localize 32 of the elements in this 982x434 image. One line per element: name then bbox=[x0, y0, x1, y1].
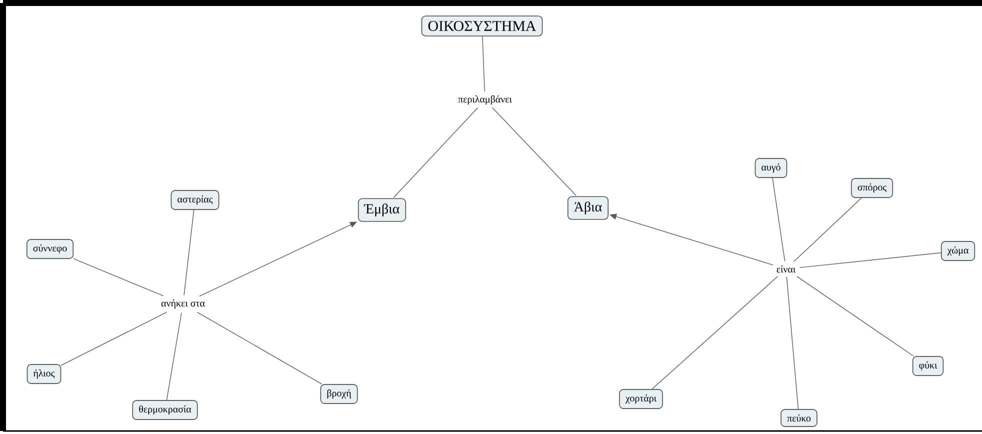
connector-line bbox=[796, 276, 914, 356]
concept-box: αστερίας bbox=[170, 190, 220, 210]
concept-box: θερμοκρασία bbox=[132, 400, 198, 420]
concept-box: πεύκο bbox=[780, 409, 818, 427]
connector-line bbox=[786, 276, 799, 410]
concept-box: Άβια bbox=[568, 196, 609, 220]
arrow bbox=[610, 214, 774, 266]
concept-box: σύννεφο bbox=[26, 239, 74, 259]
linking-phrase: περιλαμβάνει bbox=[458, 95, 512, 105]
connector-line bbox=[196, 312, 322, 384]
linking-phrase: είναι bbox=[776, 265, 796, 273]
connector-line bbox=[799, 252, 942, 268]
connector-line bbox=[652, 276, 778, 390]
connector-line bbox=[166, 312, 182, 400]
connector-line bbox=[794, 198, 862, 262]
concept-box: βροχή bbox=[320, 384, 358, 404]
connector-line bbox=[482, 36, 485, 92]
connector-line bbox=[184, 210, 194, 296]
concept-box: αυγό bbox=[754, 158, 788, 178]
concept-box: ήλιος bbox=[26, 364, 62, 384]
concept-box: Έμβια bbox=[358, 198, 406, 222]
concept-box: ΟΙΚΟΣΥΣΤΗΜΑ bbox=[421, 16, 543, 36]
connector-line bbox=[492, 107, 576, 196]
concept-box: σπόρος bbox=[850, 178, 894, 198]
connector-line bbox=[73, 258, 164, 296]
concept-box: φύκι bbox=[912, 356, 944, 376]
connector-line bbox=[60, 312, 168, 366]
connector-line bbox=[393, 107, 478, 198]
connector-line bbox=[772, 178, 786, 262]
concept-box: χορτάρι bbox=[619, 389, 663, 409]
linking-phrase: ανήκει στα bbox=[161, 299, 205, 309]
concept-box: χώμα bbox=[940, 241, 976, 261]
